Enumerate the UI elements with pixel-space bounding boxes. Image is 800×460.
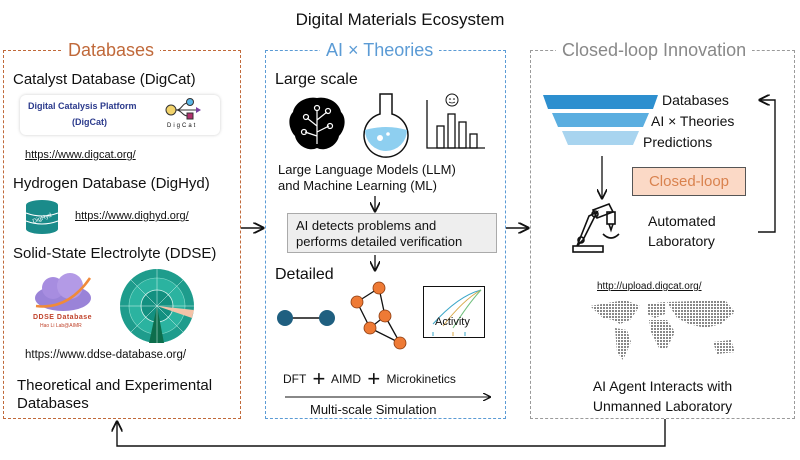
world-map-icon xyxy=(590,300,735,360)
dighyd-link[interactable]: https://www.dighyd.org/ xyxy=(75,210,189,222)
brain-network-icon xyxy=(289,97,345,150)
funnel-icon xyxy=(543,95,658,145)
ai-theories-header: AI × Theories xyxy=(320,40,440,61)
activity-label: Activity xyxy=(435,316,470,328)
ddse-logo-title: DDSE Database xyxy=(33,314,93,321)
upload-link[interactable]: http://upload.digcat.org/ xyxy=(597,281,702,292)
agent-text-line1: AI Agent Interacts with xyxy=(592,378,733,394)
ddse-cloud-logo-icon xyxy=(35,273,92,311)
databases-footer-line1: Theoretical and Experimental xyxy=(17,377,213,394)
closed-loop-badge-text: Closed-loop xyxy=(648,173,730,190)
digcat-card-title: Digital Catalysis Platform xyxy=(28,101,137,111)
robot-arm-icon xyxy=(572,202,620,253)
page-title: Digital Materials Ecosystem xyxy=(295,10,505,29)
closed-loop-return-arrow xyxy=(758,100,776,233)
automated-lab-line1: Automated xyxy=(648,213,716,229)
large-scale-label: Large scale xyxy=(275,71,358,88)
methods-row: DFT + AIMD + Microkinetics xyxy=(283,368,456,390)
digcat-card-subtitle: (DigCat) xyxy=(72,117,107,127)
molecule-graph-icon xyxy=(350,281,407,350)
automated-lab-line2: Laboratory xyxy=(648,233,715,249)
hydrogen-label: Hydrogen Database (DigHyd) xyxy=(13,175,210,192)
closed-loop-header: Closed-loop Innovation xyxy=(556,40,753,61)
funnel-label-ai-theories: AI × Theories xyxy=(651,113,735,129)
databases-footer-line2: Databases xyxy=(17,395,89,412)
ddse-link[interactable]: https://www.ddse-database.org/ xyxy=(25,349,187,361)
dighyd-database-icon: DigHyd xyxy=(25,200,59,234)
method-microkinetics: Microkinetics xyxy=(386,372,456,386)
ddse-sunburst-chart-icon xyxy=(120,269,194,343)
digcat-logo-icon xyxy=(165,98,201,120)
plus-icon: + xyxy=(312,366,326,391)
verification-box: AI detects problems and performs detaile… xyxy=(287,213,497,253)
diatomic-molecule-icon xyxy=(277,310,335,326)
closed-loop-badge: Closed-loop xyxy=(632,167,746,196)
digcat-link[interactable]: https://www.digcat.org/ xyxy=(25,149,136,161)
activity-plot-icon xyxy=(423,286,485,338)
ddse-label: Solid-State Electrolyte (DDSE) xyxy=(13,245,217,262)
simulation-label: Multi-scale Simulation xyxy=(310,402,437,417)
feedback-loop-arrow xyxy=(117,419,666,447)
funnel-label-databases: Databases xyxy=(662,92,729,108)
verification-text-line1: AI detects problems and xyxy=(296,218,437,233)
llm-text-line1: Large Language Models (LLM) xyxy=(278,162,456,177)
ddse-logo-subtitle: Hao Li Lab@AIMR xyxy=(40,323,82,329)
flask-icon xyxy=(363,93,409,158)
plus-icon: + xyxy=(367,366,381,391)
llm-text-line2: and Machine Learning (ML) xyxy=(278,178,437,193)
agent-text-line2: Unmanned Laboratory xyxy=(592,398,733,414)
databases-header: Databases xyxy=(62,40,161,61)
funnel-label-predictions: Predictions xyxy=(643,134,713,150)
verification-text-line2: performs detailed verification xyxy=(296,234,463,249)
digcat-card[interactable]: Digital Catalysis Platform (DigCat) DigC… xyxy=(20,95,220,135)
catalyst-label: Catalyst Database (DigCat) xyxy=(13,71,196,88)
digcat-logo-text: DigCat xyxy=(167,123,198,129)
detailed-label: Detailed xyxy=(275,266,334,283)
bar-chart-icon xyxy=(426,93,485,149)
method-aimd: AIMD xyxy=(330,372,361,386)
method-dft: DFT xyxy=(283,372,307,386)
